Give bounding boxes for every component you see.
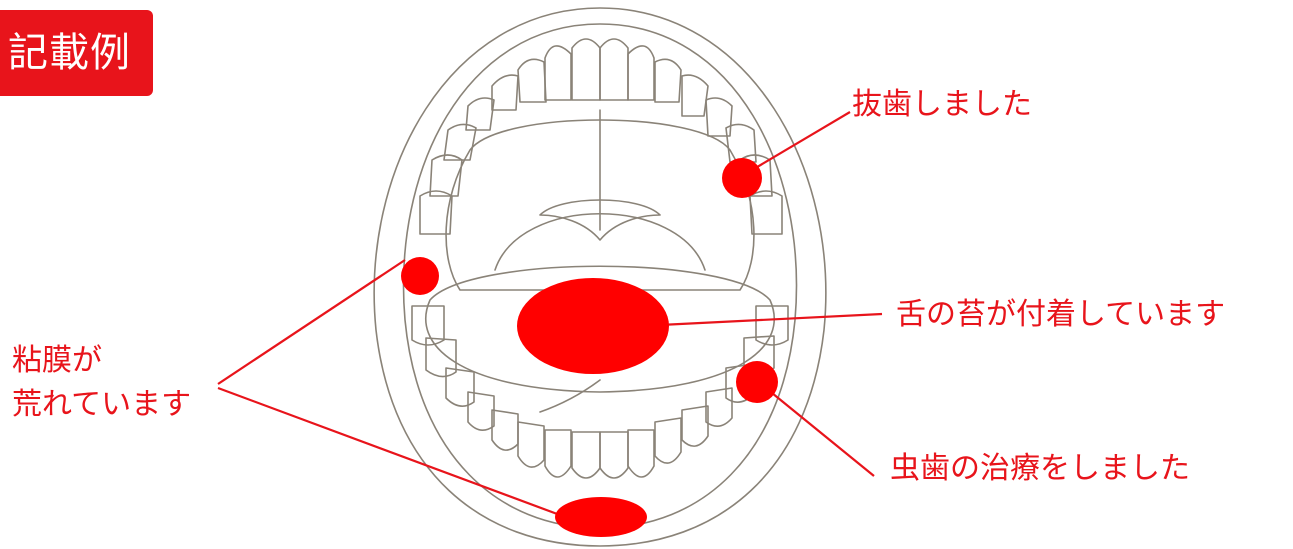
line-mucosa-lower (218, 388, 568, 518)
label-tongue-coating: 舌の苔が付着しています (896, 296, 1225, 334)
label-extraction: 抜歯しました (852, 86, 1032, 124)
label-cavity-treatment: 虫歯の治療をしました (890, 450, 1190, 488)
marker-mucosa-cheek (401, 257, 439, 295)
marker-cavity (736, 361, 778, 403)
label-mucosa-line2: 荒れています (12, 386, 191, 424)
line-cavity (772, 393, 874, 476)
marker-extraction (722, 158, 762, 198)
tongue-furrow (540, 380, 600, 412)
marker-tongue (517, 278, 669, 374)
mouth-illustration (374, 8, 826, 546)
upper-teeth (420, 39, 782, 234)
marker-lower-lip (555, 497, 647, 537)
label-mucosa-line1: 粘膜が (12, 342, 102, 380)
line-tongue (640, 314, 882, 326)
line-mucosa-upper (218, 260, 405, 384)
marker-spots (401, 158, 778, 537)
